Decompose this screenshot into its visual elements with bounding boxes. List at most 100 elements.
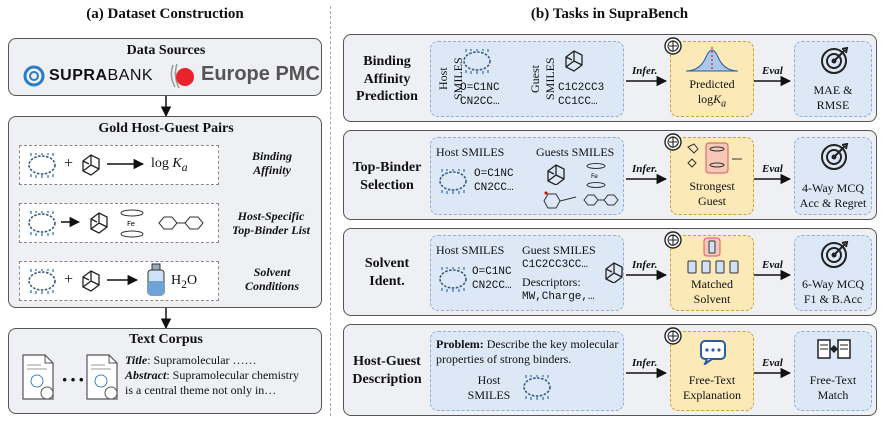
task3-guest-smiles: C1C2CC3CC… <box>522 259 589 271</box>
eval-label: Eval <box>762 163 783 175</box>
guest-molecule-icon <box>565 50 583 72</box>
document-icon <box>86 354 118 400</box>
right-panel-title: (b) Tasks in SupraBench <box>530 6 689 22</box>
gpt-icon <box>664 327 682 345</box>
chat-bubble-icon <box>700 340 726 365</box>
h2o-label: H2O <box>171 273 198 291</box>
guest-molecule-icon <box>90 212 108 234</box>
task3-descriptors: MW,Charge,… <box>522 291 595 303</box>
infer-label: Infer. <box>632 357 658 369</box>
task2-guests-label: Guests SMILES <box>536 145 615 159</box>
task2-host-label: Host SMILES <box>436 145 505 159</box>
eval-arrow <box>754 269 792 281</box>
host-molecule-icon <box>439 169 467 195</box>
infer-arrow <box>626 75 668 87</box>
biphenyl-icon <box>583 194 619 206</box>
data-sources-title: Data Sources <box>126 43 206 58</box>
suprabank-logo: SUPRABANK <box>49 67 154 84</box>
europepmc-logo-icon <box>170 63 194 89</box>
guest-molecule-icon <box>82 270 100 292</box>
document-match-icon <box>817 339 851 359</box>
arrow-icon <box>107 158 145 170</box>
arrow-icon <box>61 216 81 228</box>
gpt-icon <box>664 133 682 151</box>
infer-arrow <box>626 367 668 379</box>
target-icon <box>821 47 848 74</box>
task2-input-box <box>430 137 624 215</box>
catechol-icon <box>543 191 577 209</box>
eval-label: Eval <box>762 65 783 77</box>
eval-label: Eval <box>762 357 783 369</box>
arrow-sources-to-gold <box>160 96 172 118</box>
solvent-bottle-icon <box>147 263 165 296</box>
task3-descriptors-label: Descriptors: <box>522 275 581 289</box>
gpt-icon <box>664 231 682 249</box>
task1-host-label: Host SMILES <box>436 57 465 101</box>
task1-metric-text: MAE &RMSE <box>813 83 853 112</box>
target-icon <box>821 143 848 170</box>
guest-molecule-icon <box>82 154 100 176</box>
host-molecule-icon <box>28 211 56 237</box>
eval-label: Eval <box>762 259 783 271</box>
ferrocene-icon: Fe <box>586 163 606 188</box>
left-panel-title: (a) Dataset Construction <box>86 6 244 22</box>
eval-arrow <box>754 173 792 185</box>
host-molecule-icon <box>28 153 56 179</box>
candidate-guests-icon <box>687 142 742 174</box>
host-molecule-icon <box>523 375 551 401</box>
ferrocene-icon: Fe <box>120 209 144 238</box>
document-icon <box>22 354 54 400</box>
host-molecule-icon <box>439 267 467 293</box>
infer-arrow <box>626 269 668 281</box>
task1-guest-label: Guest SMILES <box>528 57 557 101</box>
text-corpus-box: Text Corpus ··· Title: Supramolecular ……… <box>8 328 322 414</box>
corpus-text: Title: Supramolecular …… Abstract: Supra… <box>125 353 299 397</box>
binding-affinity-row <box>19 145 219 185</box>
arrow-icon <box>107 274 139 286</box>
infer-label: Infer. <box>632 259 658 271</box>
eval-arrow <box>754 75 792 87</box>
distribution-icon <box>685 47 739 72</box>
infer-label: Infer. <box>632 65 658 77</box>
infer-arrow <box>626 173 668 185</box>
solvent-row <box>19 261 219 301</box>
task3-guest-label: Guest SMILES <box>522 243 596 257</box>
top-binder-row <box>19 203 219 243</box>
guest-molecule-icon <box>547 164 565 185</box>
suprabank-logo-icon <box>23 65 45 87</box>
ellipsis: ··· <box>61 367 87 392</box>
task3-host-label: Host SMILES <box>436 243 505 257</box>
eval-arrow <box>754 367 792 379</box>
infer-label: Infer. <box>632 163 658 175</box>
arrow-gold-to-corpus <box>160 308 172 330</box>
task1-input-box <box>430 41 624 117</box>
solvent-bottles-icon <box>687 237 739 274</box>
panel-divider <box>330 6 331 416</box>
europepmc-logo: Europe PMC <box>201 63 320 85</box>
guest-molecule-icon <box>605 262 623 283</box>
text-corpus-title: Text Corpus <box>129 332 203 347</box>
target-icon <box>821 241 848 268</box>
gold-pairs-title: Gold Host-Guest Pairs <box>98 121 234 136</box>
